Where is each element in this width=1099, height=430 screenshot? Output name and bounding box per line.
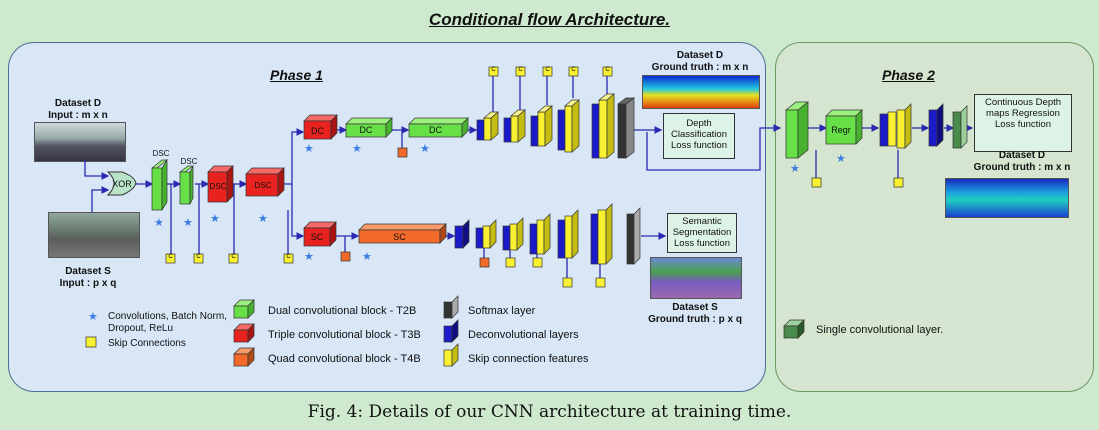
skip-c-5: C	[491, 67, 496, 73]
skip-c-3: C	[231, 254, 236, 260]
depth-loss-box: Depth Classification Loss function	[663, 113, 735, 159]
gt-d-size: Ground truth : m x n	[651, 62, 749, 73]
xor-gate: XOR	[112, 179, 132, 189]
gt-d2-name: Dataset D	[998, 150, 1046, 161]
phase1-label: Phase 1	[270, 67, 323, 83]
seg-loss-box: Semantic Segmentation Loss function	[667, 213, 737, 253]
dc-label-1: DC	[311, 126, 324, 136]
svg-text:★: ★	[362, 251, 372, 263]
diagram-title: Conditional flow Architecture.	[428, 10, 671, 29]
dataset-d-input-name: Dataset D	[54, 98, 102, 109]
dsc-label-3: DSC	[209, 182, 227, 191]
skip-c-6: C	[518, 67, 523, 73]
gt-s-seg-image	[650, 257, 742, 299]
svg-text:★: ★	[154, 217, 164, 229]
skip-c-1: C	[168, 254, 173, 260]
svg-text:★: ★	[790, 163, 800, 175]
svg-text:★: ★	[836, 153, 846, 165]
dsc-label-2: DSC	[180, 157, 198, 166]
dataset-d-input-image	[34, 122, 126, 162]
phase2-label: Phase 2	[882, 67, 935, 83]
gt-d-depth-image	[642, 75, 760, 109]
dsc-label-1: DSC	[152, 149, 170, 158]
svg-text:★: ★	[88, 311, 98, 323]
svg-text:★: ★	[210, 213, 220, 225]
gt-d2-size: Ground truth : m x n	[973, 162, 1071, 173]
svg-text:★: ★	[258, 213, 268, 225]
dataset-s-input-image	[48, 212, 140, 258]
svg-text:★: ★	[352, 143, 362, 155]
skip-c-9: C	[605, 67, 610, 73]
legend-t4b: Quad convolutional block - T4B	[268, 353, 421, 365]
regr-label: Regr	[831, 125, 851, 135]
legend-skip: Skip Connections	[108, 338, 186, 349]
skip-c-2: C	[196, 254, 201, 260]
svg-text:★: ★	[420, 143, 430, 155]
gt-d2-depth-image	[945, 178, 1069, 218]
legend-single: Single convolutional layer.	[816, 324, 944, 336]
skip-c-8: C	[571, 67, 576, 73]
gt-d-name: Dataset D	[676, 50, 724, 61]
sc-label-2: SC	[393, 232, 406, 242]
dataset-d-input-size: Input : m x n	[48, 110, 108, 121]
legend-t3b: Triple convolutional block - T3B	[268, 329, 421, 341]
gt-s-name: Dataset S	[672, 302, 718, 313]
legend-skipfeat: Skip connection features	[468, 353, 589, 365]
figure-caption: Fig. 4: Details of our CNN architecture …	[307, 402, 792, 422]
skip-c-4: C	[286, 254, 291, 260]
skip-c-7: C	[545, 67, 550, 73]
legend-t2b: Dual convolutional block - T2B	[268, 305, 417, 317]
dsc-label-4: DSC	[254, 181, 272, 190]
gt-s-size: Ground truth : p x q	[648, 314, 742, 325]
legend-deconv: Deconvolutional layers	[468, 329, 579, 341]
legend-conv: Convolutions, Batch Norm, Dropout, ReLu	[108, 311, 227, 334]
svg-text:★: ★	[304, 143, 314, 155]
svg-text:★: ★	[183, 217, 193, 229]
reg-loss-box: Continuous Depth maps Regression Loss fu…	[974, 94, 1072, 152]
dataset-s-input-name: Dataset S	[65, 266, 111, 277]
sc-label-1: SC	[310, 232, 324, 242]
svg-text:★: ★	[304, 251, 314, 263]
dc-label-3: DC	[429, 125, 442, 135]
legend-softmax: Softmax layer	[468, 305, 536, 317]
dataset-s-input-size: Input : p x q	[59, 278, 117, 289]
dc-label-2: DC	[359, 125, 373, 135]
